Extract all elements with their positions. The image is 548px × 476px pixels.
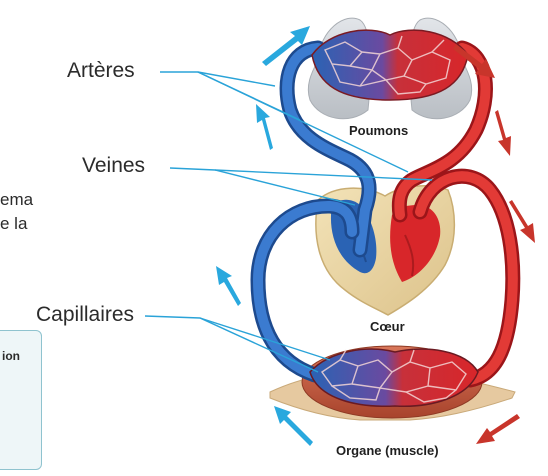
cropped-text-line-2: e la	[0, 215, 27, 232]
label-coeur: Cœur	[370, 320, 405, 333]
label-veines: Veines	[82, 155, 145, 176]
label-arteres: Artères	[67, 60, 135, 81]
cropped-box-heading: ion	[2, 350, 20, 362]
cropped-text-line-1: ema	[0, 191, 33, 208]
label-poumons: Poumons	[349, 124, 408, 137]
lung-capillaries	[312, 30, 468, 100]
label-organe: Organe (muscle)	[336, 444, 439, 457]
label-capillaires: Capillaires	[36, 304, 134, 325]
